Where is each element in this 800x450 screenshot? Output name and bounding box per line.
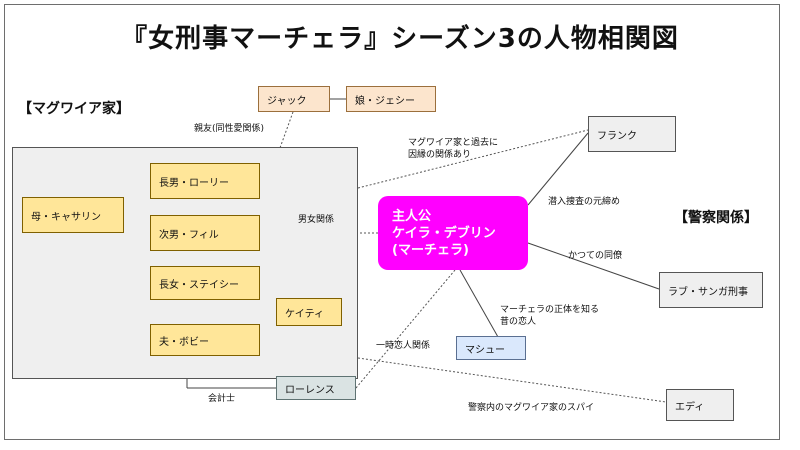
link-main-matthew [459,269,499,338]
node-son1[interactable]: 長男・ローリー [150,163,260,199]
label-ex-lover-2: 昔の恋人 [500,317,537,327]
label-past-relation-1: マグワイア家と過去に [408,138,499,148]
page-title: 『女刑事マーチェラ』シーズン3の人物相関図 [121,24,679,54]
label-lovers: 男女関係 [298,215,335,225]
label-past-relation-2: 因縁の関係あり [408,150,472,160]
link-lawrence-main [355,269,456,389]
label-spy: 警察内のマグワイア家のスパイ [468,403,595,413]
node-daughter[interactable]: 長女・ステイシー [150,266,260,300]
node-frank[interactable]: フランク [588,116,676,152]
label-ex-lover-1: マーチェラの正体を知る [500,305,600,315]
node-jessie[interactable]: 娘・ジェシー [346,86,436,112]
label-best-friend: 親友(同性愛関係) [194,124,265,134]
link-main-rab [527,242,660,290]
node-matthew[interactable]: マシュー [456,336,526,360]
label-accountant: 会計士 [208,394,236,404]
node-lawrence[interactable]: ローレンス [276,376,356,400]
node-rab[interactable]: ラブ・サンガ刑事 [659,272,763,308]
label-former-colleague: かつての同僚 [568,251,623,261]
police-section-heading: 【警察関係】 [674,210,758,226]
main-character[interactable]: 主人公 ケイラ・デブリン (マーチェラ) [378,196,528,270]
link-family-frank [357,129,589,189]
family-section-heading: 【マグワイア家】 [18,101,130,117]
main-character-role: 主人公 [392,208,432,224]
label-undercover-chief: 潜入捜査の元締め [548,197,621,207]
link-bobby-eddie [357,357,667,403]
label-temporary-lover: 一時恋人関係 [376,341,431,351]
link-main-frank [527,132,589,206]
main-character-alias: (マーチェラ) [392,242,469,258]
node-mother[interactable]: 母・キャサリン [22,197,124,233]
node-husband[interactable]: 夫・ボビー [150,324,260,356]
node-katie[interactable]: ケイティ [276,298,342,326]
main-character-name: ケイラ・デブリン [392,225,496,241]
node-eddie[interactable]: エディ [666,389,734,421]
node-son2[interactable]: 次男・フィル [150,215,260,251]
node-jack[interactable]: ジャック [258,86,330,112]
